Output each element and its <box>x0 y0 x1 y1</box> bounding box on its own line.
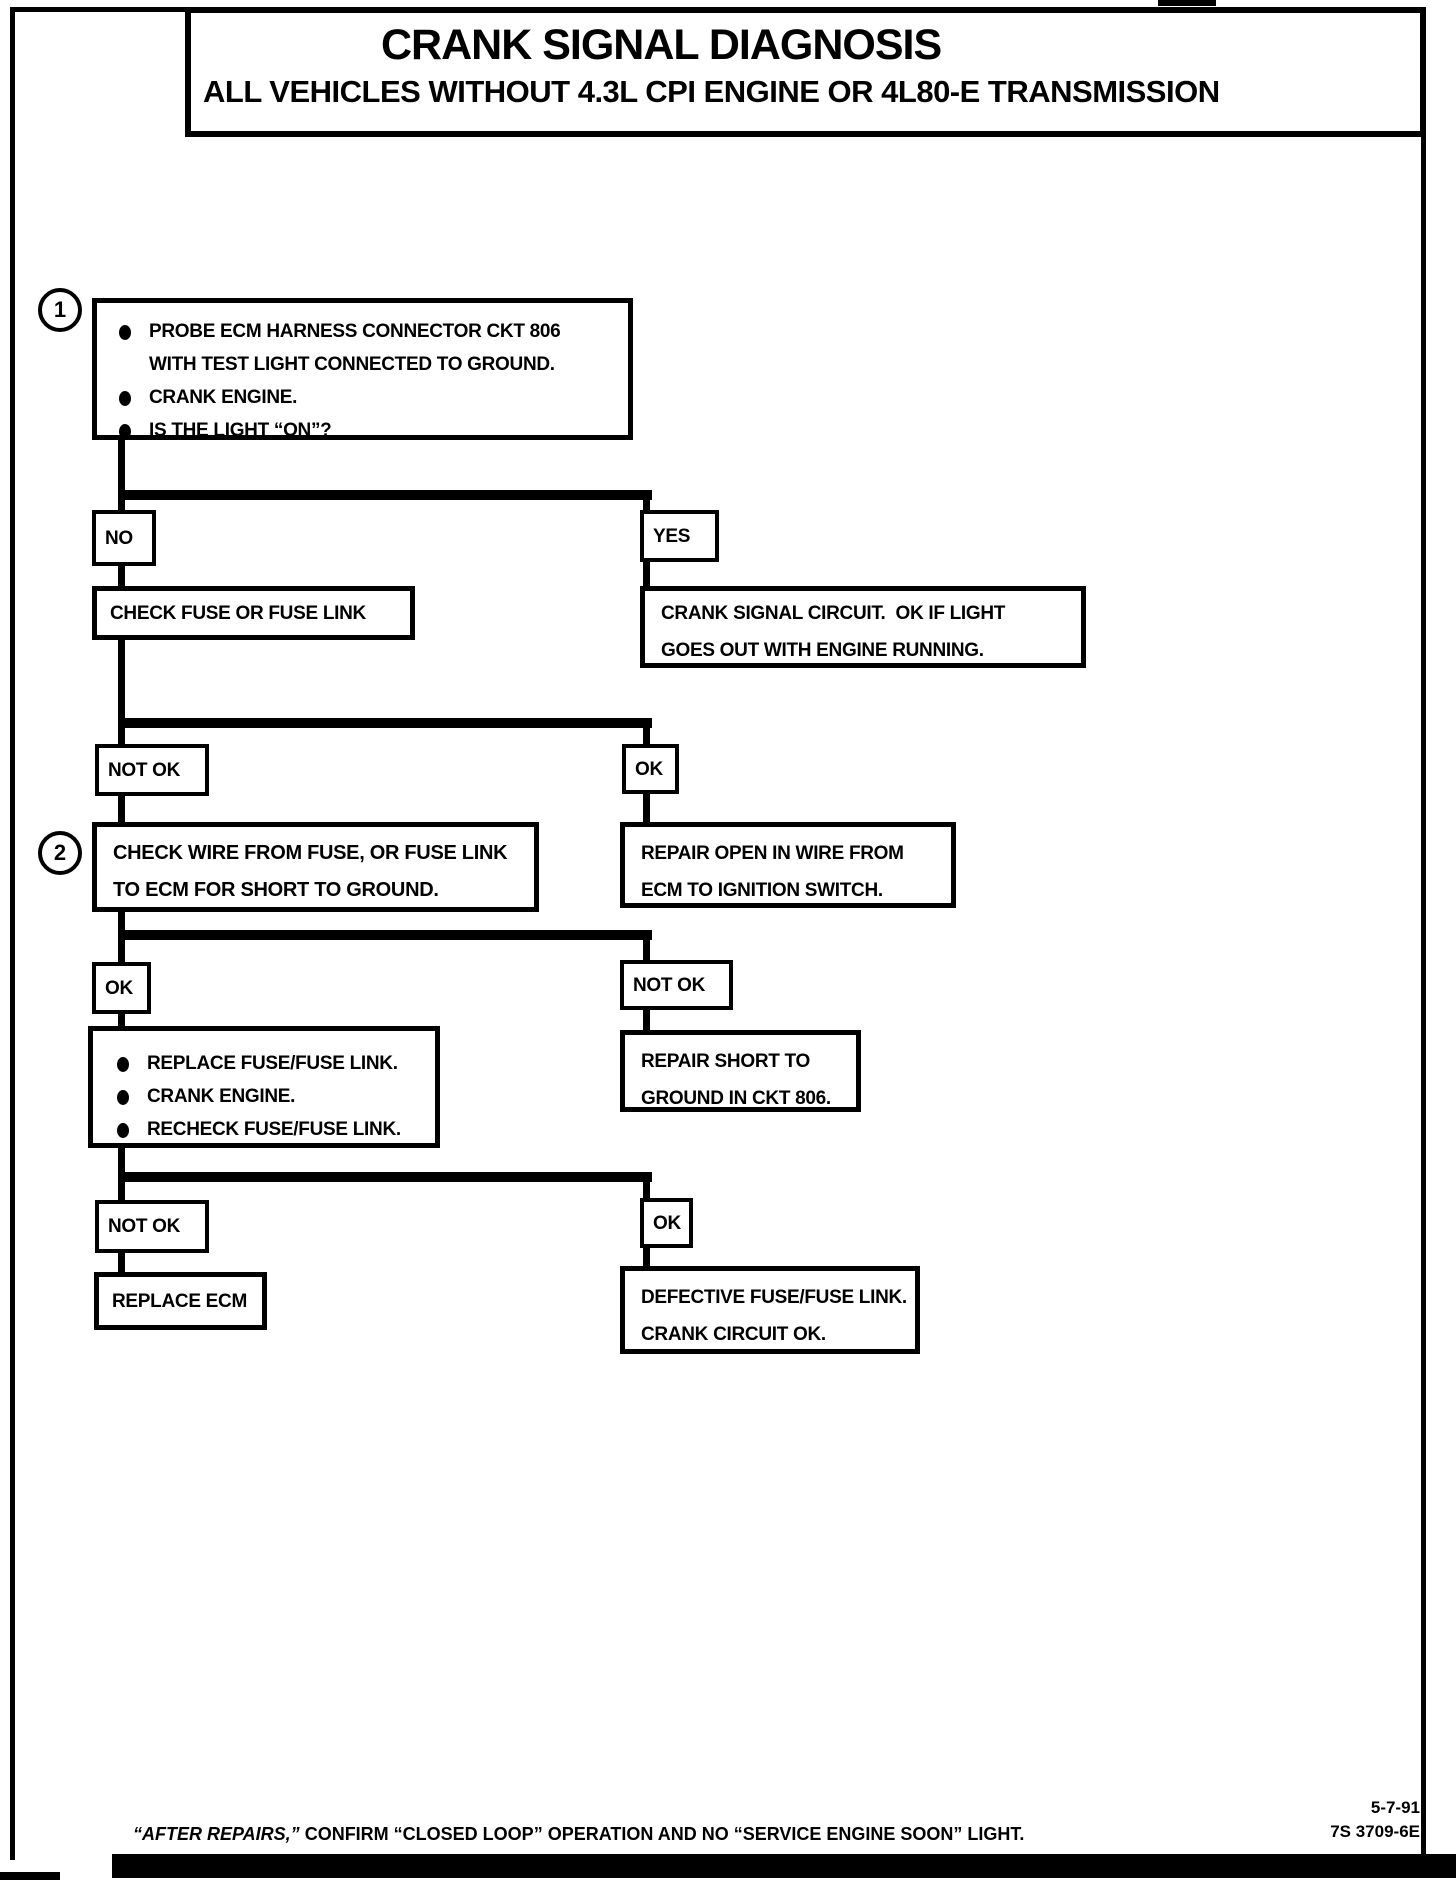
connector-line <box>118 638 125 748</box>
footer-note: “AFTER REPAIRS,” CONFIRM “CLOSED LOOP” O… <box>133 1824 1024 1845</box>
connector-line <box>118 1012 125 1030</box>
bullet-text: REPLACE FUSE/FUSE LINK. <box>147 1053 398 1074</box>
step1-bullet-text: PROBE ECM HARNESS CONNECTOR CKT 806 WITH… <box>149 321 561 375</box>
action-replace-fuse-box: REPLACE FUSE/FUSE LINK. CRANK ENGINE. RE… <box>88 1026 440 1148</box>
footer-note-rest: CONFIRM “CLOSED LOOP” OPERATION AND NO “… <box>299 1824 1025 1844</box>
page-border-right <box>1421 7 1426 1860</box>
connector-line <box>643 1246 650 1270</box>
footer-note-italic: “AFTER REPAIRS,” <box>133 1824 300 1844</box>
title-box: CRANK SIGNAL DIAGNOSIS ALL VEHICLES WITH… <box>185 7 1426 137</box>
decision-ok-3: OK <box>92 962 151 1014</box>
step1-bullet-1: PROBE ECM HARNESS CONNECTOR CKT 806 WITH… <box>119 315 602 381</box>
connector-line <box>118 490 652 500</box>
decision-not-ok-4: NOT OK <box>95 1200 209 1253</box>
connector-line <box>118 1252 125 1276</box>
step-number-text: 2 <box>53 840 67 865</box>
step-number-text: 1 <box>53 297 67 322</box>
bullet-icon <box>117 1057 129 1072</box>
step1-bullet-3: IS THE LIGHT “ON”? <box>119 414 602 447</box>
decision-not-ok-3: NOT OK <box>620 960 733 1010</box>
revision-date: 5-7-91 <box>1370 1798 1420 1817</box>
result-defective-fuse-box: DEFECTIVE FUSE/FUSE LINK. CRANK CIRCUIT … <box>620 1266 920 1354</box>
connector-line <box>118 564 125 590</box>
page-title: CRANK SIGNAL DIAGNOSIS <box>381 21 942 69</box>
document-number: 7S 3709-6E <box>1330 1822 1420 1841</box>
decision-ok-4: OK <box>640 1198 693 1248</box>
decision-label: NOT OK <box>108 1216 181 1237</box>
step-number-badge-1: 1 <box>38 288 82 332</box>
result-crank-signal-ok-box: CRANK SIGNAL CIRCUIT. OK IF LIGHT GOES O… <box>640 586 1086 668</box>
scan-artifact <box>0 1872 60 1880</box>
bullet-icon <box>117 1123 129 1138</box>
step1-bullet-2: CRANK ENGINE. <box>119 381 602 414</box>
action-check-fuse-box: CHECK FUSE OR FUSE LINK <box>92 586 415 640</box>
action-repair-open-box: REPAIR OPEN IN WIRE FROM ECM TO IGNITION… <box>620 822 956 908</box>
step1-bullet-text: CRANK ENGINE. <box>149 387 298 408</box>
decision-label: NOT OK <box>108 759 181 781</box>
decision-label: NO <box>105 527 133 549</box>
connector-line <box>118 930 652 940</box>
action-text-line: REPAIR OPEN IN WIRE FROM <box>641 843 904 864</box>
step2-text-line: TO ECM FOR SHORT TO GROUND. <box>113 879 439 901</box>
bullet-icon <box>119 325 131 340</box>
page-border-bottom-bar <box>112 1854 1456 1878</box>
step2-text-line: CHECK WIRE FROM FUSE, OR FUSE LINK <box>113 842 508 864</box>
result-text-line: GOES OUT WITH ENGINE RUNNING. <box>661 640 984 661</box>
decision-label: YES <box>653 525 691 547</box>
action-text: REPLACE ECM <box>112 1290 247 1312</box>
replace-fuse-bullet-2: CRANK ENGINE. <box>117 1080 427 1113</box>
connector-line <box>643 1008 650 1034</box>
bullet-text: RECHECK FUSE/FUSE LINK. <box>147 1119 401 1140</box>
page-border-left <box>10 7 15 1860</box>
result-text-line: CRANK SIGNAL CIRCUIT. OK IF LIGHT <box>661 603 1006 624</box>
replace-fuse-bullet-1: REPLACE FUSE/FUSE LINK. <box>117 1047 427 1080</box>
bullet-text: CRANK ENGINE. <box>147 1086 296 1107</box>
connector-line <box>643 1178 650 1202</box>
replace-fuse-bullet-3: RECHECK FUSE/FUSE LINK. <box>117 1113 427 1146</box>
action-text-line: GROUND IN CKT 806. <box>641 1088 831 1109</box>
step1-box: PROBE ECM HARNESS CONNECTOR CKT 806 WITH… <box>92 298 633 441</box>
action-text-line: REPAIR SHORT TO <box>641 1051 810 1072</box>
document-info: 5-7-91 7S 3709-6E <box>1180 1796 1420 1844</box>
connector-line <box>118 1172 652 1182</box>
step1-bullet-text: IS THE LIGHT “ON”? <box>149 420 332 441</box>
connector-line <box>643 792 650 826</box>
connector-line <box>118 718 652 728</box>
decision-label: NOT OK <box>633 974 706 996</box>
step2-box: CHECK WIRE FROM FUSE, OR FUSE LINK TO EC… <box>92 822 539 912</box>
connector-line <box>643 494 650 514</box>
action-text-line: ECM TO IGNITION SWITCH. <box>641 880 883 901</box>
bullet-icon <box>117 1090 129 1105</box>
decision-yes-1: YES <box>640 510 719 562</box>
connector-line <box>118 794 125 826</box>
decision-no-1: NO <box>92 510 156 566</box>
decision-label: OK <box>105 977 133 999</box>
bullet-icon <box>119 424 131 439</box>
result-text-line: DEFECTIVE FUSE/FUSE LINK. <box>641 1287 907 1308</box>
connector-line <box>643 934 650 964</box>
result-text-line: CRANK CIRCUIT OK. <box>641 1324 826 1345</box>
connector-line <box>118 438 125 514</box>
action-text: CHECK FUSE OR FUSE LINK <box>110 602 366 624</box>
bullet-icon <box>119 391 131 406</box>
connector-line <box>643 560 650 590</box>
action-repair-short-box: REPAIR SHORT TO GROUND IN CKT 806. <box>620 1030 861 1112</box>
decision-ok-2: OK <box>622 744 679 794</box>
connector-line <box>643 722 650 748</box>
scan-artifact <box>1158 0 1216 6</box>
decision-label: OK <box>653 1212 681 1234</box>
action-replace-ecm-box: REPLACE ECM <box>94 1272 267 1330</box>
page-subtitle: ALL VEHICLES WITHOUT 4.3L CPI ENGINE OR … <box>203 74 1220 109</box>
decision-label: OK <box>635 758 663 780</box>
step-number-badge-2: 2 <box>38 831 82 875</box>
decision-not-ok-2: NOT OK <box>95 744 209 796</box>
